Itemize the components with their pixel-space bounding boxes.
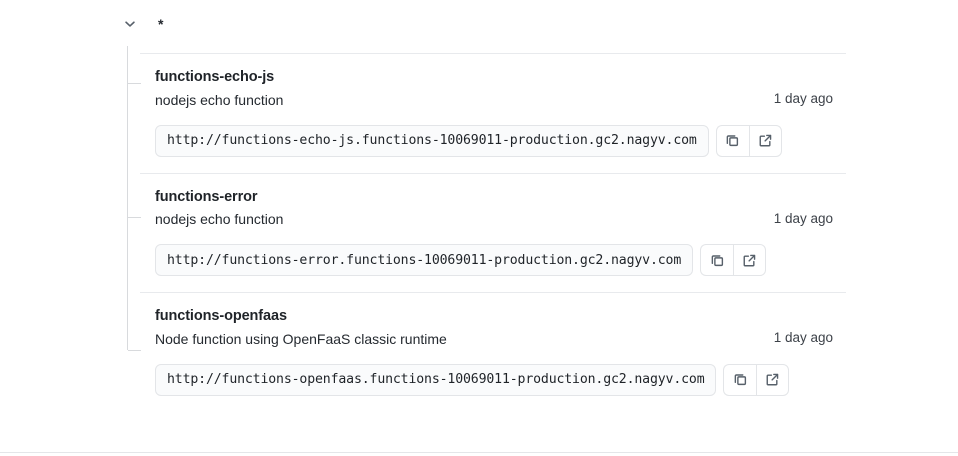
external-link-icon (743, 254, 756, 267)
list-item-header: functions-openfaas Node function using O… (140, 307, 846, 350)
environment-updated-time: 1 day ago (773, 91, 833, 106)
environment-url-row: http://functions-error.functions-1006901… (140, 244, 846, 277)
list-item-meta: functions-echo-js nodejs echo function (155, 68, 283, 111)
environment-name[interactable]: functions-echo-js (155, 69, 275, 85)
tree-tick (128, 350, 141, 351)
url-text: http://functions-echo-js.functions-10069… (167, 133, 697, 149)
list-item-header: functions-echo-js nodejs echo function 1… (140, 68, 846, 111)
url-input[interactable]: http://functions-echo-js.functions-10069… (155, 124, 709, 157)
tree-guide-line (127, 46, 128, 350)
external-link-icon (759, 134, 771, 147)
environment-description: Node function using OpenFaaS classic run… (155, 330, 447, 347)
url-text: http://functions-openfaas.functions-1006… (167, 372, 705, 388)
copy-icon (726, 135, 739, 147)
environment-url-row: http://functions-echo-js.functions-10069… (140, 124, 846, 157)
panel-bottom-rule (0, 452, 958, 453)
url-input[interactable]: http://functions-error.functions-1006901… (155, 244, 694, 277)
environment-updated-time: 1 day ago (773, 330, 833, 346)
url-text: http://functions-error.functions-1006901… (167, 252, 682, 268)
environment-url-row: http://functions-openfaas.functions-1006… (140, 363, 846, 396)
environment-list: functions-echo-js nodejs echo function 1… (140, 53, 846, 412)
list-item-meta: functions-error nodejs echo function (155, 188, 283, 231)
copy-url-button[interactable] (723, 363, 757, 396)
list-separator (140, 172, 846, 174)
tree-tick (128, 83, 141, 84)
environment-group-name: * (158, 16, 164, 32)
environment-group-header[interactable]: * (120, 6, 163, 42)
list-item: functions-openfaas Node function using O… (140, 293, 846, 412)
tree-tick (128, 217, 141, 218)
environment-name[interactable]: functions-error (155, 188, 258, 205)
url-input[interactable]: http://functions-openfaas.functions-1006… (155, 363, 717, 396)
copy-url-button[interactable] (715, 124, 749, 157)
environment-description: nodejs echo function (155, 211, 284, 228)
list-item: functions-error nodejs echo function 1 d… (140, 174, 846, 293)
copy-icon (711, 254, 723, 266)
copy-icon (734, 374, 747, 386)
external-link-icon (767, 373, 779, 386)
copy-url-button[interactable] (700, 244, 734, 277)
chevron-down-icon[interactable] (120, 14, 140, 34)
list-item: functions-echo-js nodejs echo function 1… (140, 54, 846, 173)
list-item-meta: functions-openfaas Node function using O… (155, 307, 447, 350)
list-item-header: functions-error nodejs echo function 1 d… (140, 188, 846, 231)
environment-updated-time: 1 day ago (773, 210, 833, 226)
open-url-button[interactable] (733, 244, 767, 277)
open-url-button[interactable] (748, 124, 782, 157)
open-url-button[interactable] (756, 363, 790, 396)
list-separator (140, 53, 846, 54)
list-separator (140, 292, 846, 294)
environment-description: nodejs echo function (155, 91, 284, 108)
environment-name[interactable]: functions-openfaas (155, 308, 287, 325)
